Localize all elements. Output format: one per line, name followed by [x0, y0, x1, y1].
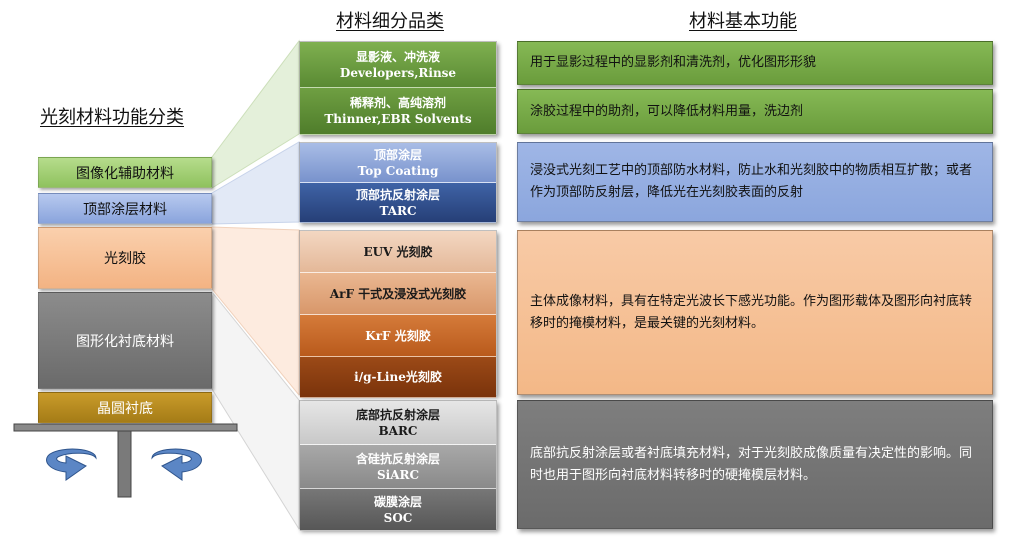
item-tarc: 顶部抗反射涂层 TARC	[300, 183, 496, 223]
item-en: TARC	[379, 203, 417, 218]
fan-assist	[211, 39, 300, 189]
group-topcoat: 顶部涂层 Top Coating 顶部抗反射涂层 TARC	[299, 142, 497, 223]
item-zh: 显影液、冲洗液	[355, 49, 440, 64]
item-en: BARC	[378, 423, 418, 438]
item-zh: ArF 干式及浸没式光刻胶	[329, 286, 467, 301]
item-arf: ArF 干式及浸没式光刻胶	[300, 273, 496, 315]
item-developers: 显影液、冲洗液 Developers,Rinse	[300, 42, 496, 88]
item-zh: KrF 光刻胶	[365, 328, 431, 343]
stack-layer-assist: 图像化辅助材料	[38, 157, 212, 188]
item-zh: i/g-Line光刻胶	[354, 370, 442, 384]
desc-topcoat: 浸没式光刻工艺中的顶部防水材料，防止水和光刻胶中的物质相互扩散；或者作为顶部防反…	[517, 142, 993, 222]
item-zh: EUV 光刻胶	[363, 244, 433, 259]
desc-substrate: 底部抗反射涂层或者衬底填充材料，对于光刻胶成像质量有决定性的影响。同时也用于图形…	[517, 400, 993, 529]
item-en: Top Coating	[357, 163, 439, 178]
desc-developers: 用于显影过程中的显影剂和清洗剂，优化图形形貌	[517, 41, 993, 85]
item-barc: 底部抗反射涂层 BARC	[300, 401, 496, 445]
item-en: SOC	[383, 510, 413, 525]
left-title: 光刻材料功能分类	[40, 107, 184, 128]
stack-layer-wafer: 晶圆衬底	[38, 392, 212, 423]
desc-photoresist: 主体成像材料，具有在特定光波长下感光功能。作为图形载体及图形向衬底转移时的掩模材…	[517, 230, 993, 395]
item-zh: 顶部涂层	[373, 147, 422, 162]
item-krf: KrF 光刻胶	[300, 315, 496, 357]
chuck-plate	[13, 423, 238, 432]
group-substrate: 底部抗反射涂层 BARC 含硅抗反射涂层 SiARC 碳膜涂层 SOC	[299, 400, 497, 531]
item-zh: 碳膜涂层	[373, 494, 422, 509]
item-zh: 顶部抗反射涂层	[355, 187, 440, 202]
desc-thinner: 涂胶过程中的助剂，可以降低材料用量，洗边剂	[517, 89, 993, 134]
chuck-shaft	[117, 430, 132, 498]
item-zh: 稀释剂、高纯溶剂	[349, 96, 446, 110]
item-soc: 碳膜涂层 SOC	[300, 489, 496, 531]
item-en: SiARC	[376, 467, 420, 482]
item-iline: i/g-Line光刻胶	[300, 357, 496, 398]
rotate-right-arrow-icon	[151, 448, 202, 481]
item-siarc: 含硅抗反射涂层 SiARC	[300, 445, 496, 489]
wafer-chuck	[13, 423, 238, 498]
item-thinner: 稀释剂、高纯溶剂 Thinner,EBR Solvents	[300, 88, 496, 135]
item-en: Developers,Rinse	[339, 65, 457, 80]
stack-layer-photoresist: 光刻胶	[38, 227, 212, 289]
item-top-coating: 顶部涂层 Top Coating	[300, 143, 496, 183]
fan-substrate	[211, 290, 300, 531]
item-euv: EUV 光刻胶	[300, 231, 496, 273]
stack-layer-topcoat: 顶部涂层材料	[38, 193, 212, 224]
item-zh: 含硅抗反射涂层	[355, 451, 440, 466]
group-resist: EUV 光刻胶 ArF 干式及浸没式光刻胶 KrF 光刻胶 i/g-Line光刻…	[299, 230, 497, 398]
group-assist: 显影液、冲洗液 Developers,Rinse 稀释剂、高纯溶剂 Thinne…	[299, 41, 497, 135]
right-title: 材料基本功能	[689, 11, 797, 32]
stack-layer-substrate-material: 图形化衬底材料	[38, 292, 212, 389]
item-zh: 底部抗反射涂层	[355, 407, 440, 422]
fan-topcoat	[211, 141, 300, 225]
item-en: Thinner,EBR Solvents	[324, 112, 472, 126]
fan-resist	[211, 226, 300, 397]
rotate-left-arrow-icon	[46, 448, 97, 481]
middle-title: 材料细分品类	[336, 11, 444, 32]
